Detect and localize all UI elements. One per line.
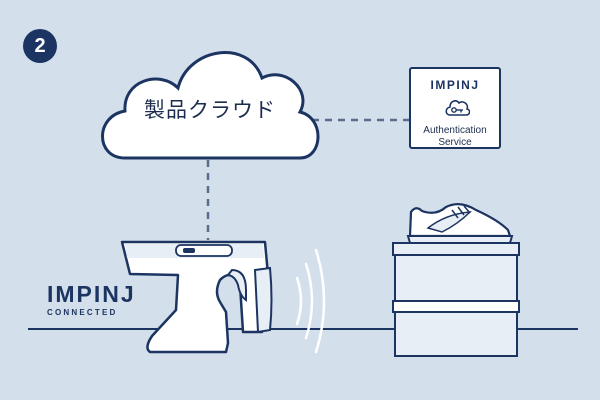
rfid-radio-waves (295, 248, 326, 354)
pedestal-band (392, 300, 520, 313)
sneaker-sole (406, 235, 514, 244)
impinj-wordmark: IMPINJ (47, 281, 136, 307)
impinj-connected-logo: IMPINJ CONNECTED (47, 282, 147, 317)
authentication-service-box: IMPINJ Authentication Service (409, 67, 501, 149)
pedestal-top (392, 242, 520, 256)
rfid-reader (120, 240, 273, 354)
product-pedestal (392, 242, 520, 357)
step-number-badge: 2 (23, 29, 57, 63)
connected-tagline: CONNECTED (47, 308, 118, 317)
reader-antenna-paddle (253, 266, 273, 334)
auth-line-2: Service (438, 137, 472, 148)
reader-trigger-indicator (183, 248, 195, 253)
reader-display-slot (175, 244, 233, 257)
cloud-key-icon (445, 100, 470, 116)
sneaker-product (406, 203, 514, 244)
reader-trigger (226, 268, 247, 302)
cloud-shape (101, 51, 320, 160)
auth-line-1: Authentication (423, 125, 487, 136)
auth-impinj-brand: IMPINJ (430, 78, 480, 92)
cloud-label: 製品クラウド (144, 99, 276, 122)
sneaker-laces (451, 205, 471, 219)
auth-service-label: Authentication Service (411, 125, 499, 149)
